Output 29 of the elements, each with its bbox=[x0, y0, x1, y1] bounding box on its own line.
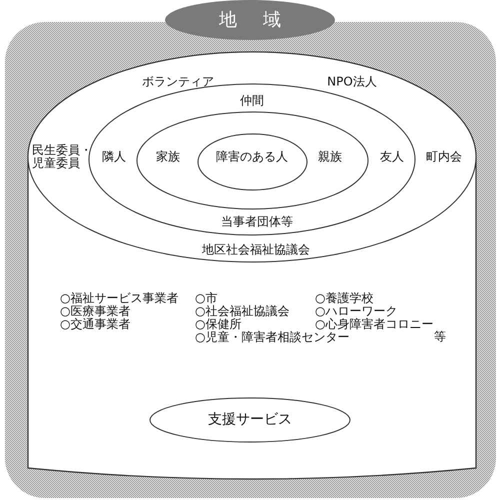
list-item: ○社会福祉協議会 bbox=[195, 305, 290, 318]
ring-ellipse bbox=[28, 52, 476, 262]
ring-label: 家族 bbox=[156, 150, 180, 164]
ring-label: 地区社会福祉協議会 bbox=[202, 244, 310, 256]
list-item: ○市 bbox=[195, 292, 218, 305]
ring-label: 障害のある人 bbox=[216, 150, 288, 164]
list-item: ○養護学校 bbox=[315, 292, 374, 305]
ring-ellipse bbox=[137, 112, 368, 209]
ring-label: 当事者団体等 bbox=[221, 216, 293, 228]
service-label: 支援サービス bbox=[208, 414, 292, 426]
ring-label: 民生委員・児童委員 bbox=[32, 144, 93, 170]
list-item: 等 bbox=[434, 330, 446, 344]
ring-label: NPO法人 bbox=[327, 76, 377, 88]
ring-label: 隣人 bbox=[102, 150, 126, 164]
ring-label: 町内会 bbox=[426, 150, 462, 164]
center-ellipse bbox=[198, 134, 307, 190]
ring-label: 友人 bbox=[380, 150, 404, 164]
service-ellipse bbox=[150, 398, 350, 442]
ring-label: ボランティア bbox=[142, 76, 214, 88]
list-item: ○福祉サービス事業者 bbox=[60, 292, 178, 305]
list-item: ○医療事業者 bbox=[60, 305, 130, 318]
list-item: ○交通事業者 bbox=[60, 318, 130, 331]
ring-label: 親族 bbox=[318, 150, 342, 164]
ring-label: 仲間 bbox=[240, 94, 264, 108]
cylinder-shape bbox=[28, 52, 476, 480]
list-item: ○ハローワーク bbox=[315, 305, 398, 318]
list-item: ○保健所 bbox=[195, 318, 242, 331]
list-item: ○心身障害者コロニー bbox=[315, 318, 434, 331]
list-item: ○児童・障害者相談センター bbox=[195, 331, 350, 344]
